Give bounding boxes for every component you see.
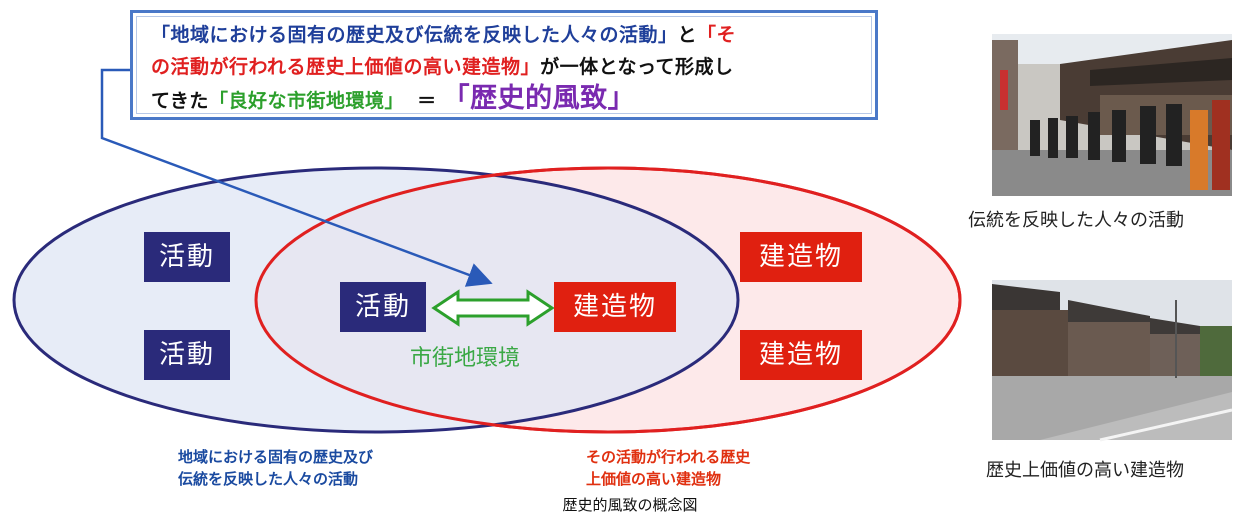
- callout-building-phrase-end: の活動が行われる歴史上価値の高い建造物」: [151, 56, 541, 78]
- callout-line-1: 「地域における固有の歴史及び伝統を反映した人々の活動」と「そ: [151, 19, 861, 51]
- building-tag-center: 建造物: [554, 282, 676, 332]
- callout-building-phrase-start: 「そ: [697, 24, 737, 46]
- activity-caption: 地域における固有の歴史及び 伝統を反映した人々の活動: [178, 446, 373, 490]
- activity-caption-line-2: 伝統を反映した人々の活動: [178, 470, 359, 488]
- callout-activity-phrase: 「地域における固有の歴史及び伝統を反映した人々の活動」: [151, 24, 678, 46]
- activity-tag-2: 活動: [144, 330, 230, 380]
- callout-line2-rest: が一体となって形成し: [540, 56, 734, 78]
- callout-equals: ＝: [417, 90, 437, 112]
- callout-historic-character: 「歴史的風致」: [442, 83, 636, 114]
- festival-photo: [992, 34, 1232, 196]
- figure-title: 歴史的風致の概念図: [562, 496, 698, 514]
- callout-conjunction: と: [677, 24, 698, 46]
- callout-line-3: てきた「良好な市街地環境」 ＝「歴史的風致」: [151, 83, 861, 117]
- activity-tag-1: 活動: [144, 232, 230, 282]
- building-tag-2: 建造物: [740, 330, 862, 380]
- interaction-double-arrow: [431, 289, 555, 327]
- buildings-photo-caption: 歴史上価値の高い建造物: [986, 460, 1184, 481]
- callout-connector-arrow: [100, 68, 493, 287]
- callout-environment-phrase: 「良好な市街地環境」: [208, 90, 404, 112]
- building-caption-line-2: 上価値の高い建造物: [586, 470, 722, 488]
- buildings-photo: [992, 280, 1233, 442]
- activity-tag-center: 活動: [340, 282, 426, 332]
- building-ellipse-outline: [254, 166, 962, 434]
- callout-line-2: の活動が行われる歴史上価値の高い建造物」が一体となって形成し: [151, 51, 861, 83]
- building-caption-line-1: その活動が行われる歴史: [586, 448, 751, 466]
- environment-label: 市街地環境: [410, 346, 521, 371]
- building-tag-1: 建造物: [740, 232, 862, 282]
- building-caption: その活動が行われる歴史 上価値の高い建造物: [586, 446, 750, 490]
- festival-photo-caption: 伝統を反映した人々の活動: [968, 210, 1184, 231]
- activity-caption-line-1: 地域における固有の歴史及び: [178, 448, 374, 466]
- callout-line3-prefix: てきた: [151, 90, 209, 112]
- definition-callout: 「地域における固有の歴史及び伝統を反映した人々の活動」と「そ の活動が行われる歴…: [130, 10, 878, 120]
